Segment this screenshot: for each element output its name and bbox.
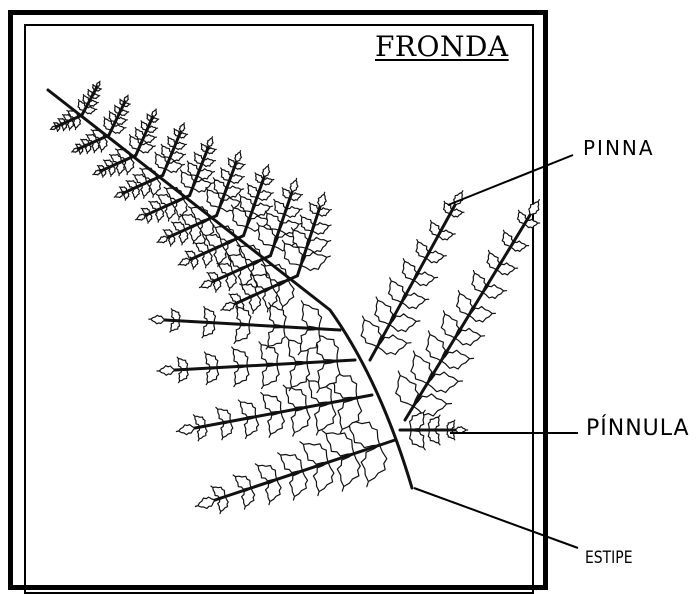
pinnule xyxy=(177,357,187,369)
fern-drawing xyxy=(48,81,540,513)
pinnule xyxy=(179,369,189,382)
pinnule xyxy=(322,431,354,456)
pinnule xyxy=(216,407,231,421)
pinnule xyxy=(206,368,218,385)
pinna-tip xyxy=(221,302,235,311)
pinnule xyxy=(283,385,306,407)
pinna-tip xyxy=(195,497,215,508)
pinna-tip xyxy=(529,200,540,215)
pinnula-label: PÍNNULA xyxy=(586,416,690,441)
pinnule xyxy=(300,442,328,464)
mid-pinna-left xyxy=(157,332,355,393)
pinnule xyxy=(428,430,440,445)
pinnule xyxy=(255,464,276,481)
pinnule xyxy=(232,347,248,366)
pinna-tip xyxy=(262,165,269,177)
pinnule xyxy=(278,453,303,473)
pinnule xyxy=(410,430,426,450)
pinna-tip xyxy=(157,236,168,243)
pinnule xyxy=(315,403,336,436)
pinna-tip xyxy=(178,258,190,265)
pinna-rachis xyxy=(370,205,455,360)
pinna-tip xyxy=(136,214,146,220)
pinnule xyxy=(233,475,251,489)
pinnule xyxy=(238,400,255,417)
estipe-leader-line xyxy=(414,488,578,548)
pinnule xyxy=(170,321,180,332)
pinnule xyxy=(193,415,205,426)
pinna-tip xyxy=(235,151,242,162)
pinna-tip xyxy=(207,137,213,147)
pinna-tip xyxy=(290,178,298,192)
pinnule xyxy=(301,301,321,329)
pinna-tip xyxy=(200,280,213,288)
pinnule xyxy=(268,412,285,437)
pinnule xyxy=(262,364,280,388)
pinnule xyxy=(266,327,285,349)
pinnule xyxy=(428,415,440,430)
pinnule xyxy=(291,228,307,249)
pinnule xyxy=(265,211,280,230)
pinna-tip xyxy=(176,425,195,435)
upper-pinna xyxy=(282,192,331,275)
upper-pinna xyxy=(181,137,217,196)
upper-pinna xyxy=(78,81,101,115)
pinna-tip xyxy=(318,192,327,207)
pinnule xyxy=(202,323,215,338)
upper-pinna xyxy=(104,95,130,135)
pinnule xyxy=(204,307,216,323)
upper-pinna xyxy=(130,109,159,155)
upper-pinna xyxy=(155,123,188,175)
pinnule xyxy=(410,410,426,430)
pinna-label: PINNA xyxy=(583,136,655,160)
pinna-tip xyxy=(149,315,165,324)
pinnule xyxy=(261,393,281,413)
pinnule xyxy=(204,352,217,368)
pinna-leader-line xyxy=(448,155,573,205)
pinnule xyxy=(234,325,250,344)
estipe-label: ESTIPE xyxy=(585,548,633,568)
right-pinna-large xyxy=(396,200,540,420)
pinna-tip xyxy=(157,366,175,376)
pinnule xyxy=(234,366,249,387)
pinnule xyxy=(300,215,313,231)
pinnule xyxy=(289,363,309,391)
pinnule xyxy=(291,407,310,436)
pinnule xyxy=(244,417,258,439)
